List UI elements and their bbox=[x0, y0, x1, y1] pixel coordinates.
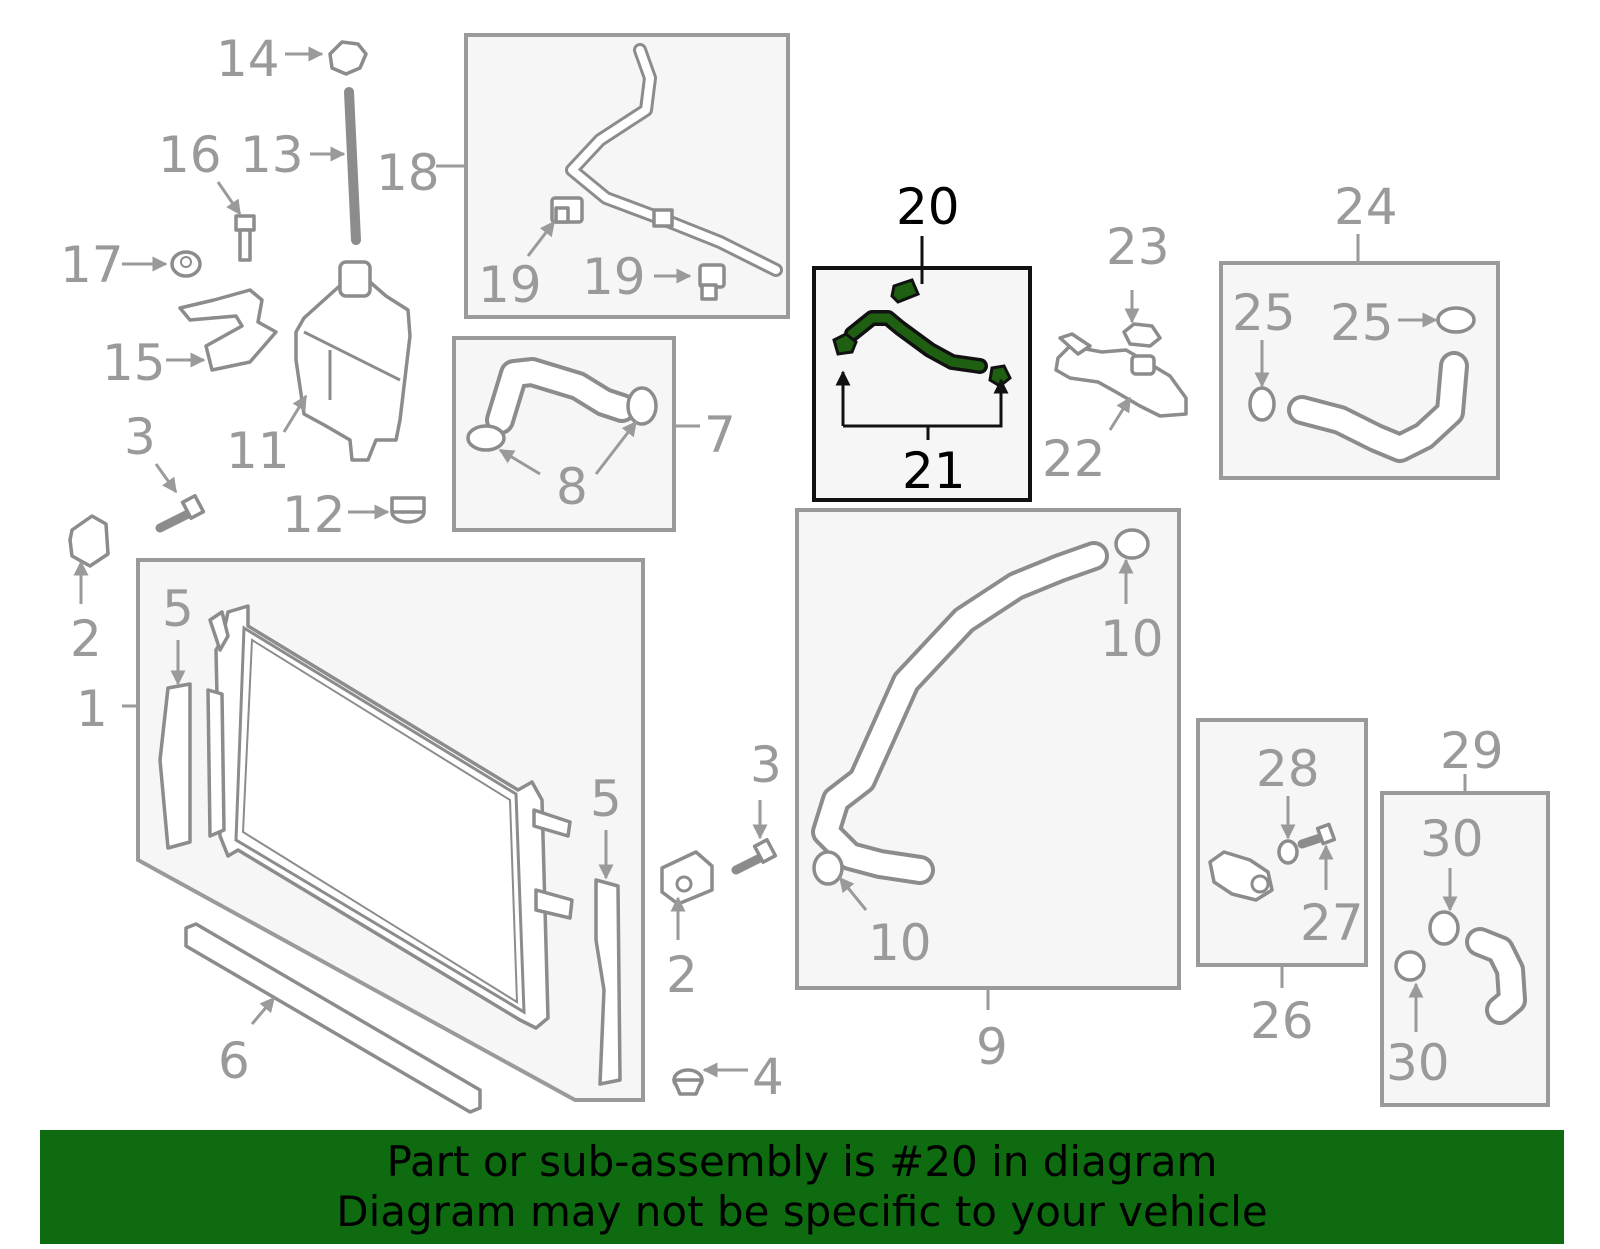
clamp-10-upper bbox=[1114, 528, 1150, 560]
clamp-25-right bbox=[1436, 306, 1476, 334]
label-10-lower: 10 bbox=[868, 914, 932, 972]
label-15: 15 bbox=[102, 334, 166, 392]
clamp-30-upper bbox=[1428, 910, 1460, 946]
label-1: 1 bbox=[76, 680, 108, 738]
water-outlet-22 bbox=[1054, 332, 1188, 418]
banner-line-2: Diagram may not be specific to your vehi… bbox=[336, 1187, 1268, 1236]
label-17: 17 bbox=[60, 236, 124, 294]
label-22: 22 bbox=[1042, 430, 1106, 488]
label-10-upper: 10 bbox=[1100, 610, 1164, 668]
label-8: 8 bbox=[556, 458, 588, 516]
reservoir-tank bbox=[294, 260, 412, 462]
mount-12 bbox=[390, 496, 426, 524]
bolt-3-left bbox=[155, 494, 206, 533]
lower-hose-box bbox=[795, 508, 1181, 990]
mount-bracket bbox=[660, 850, 714, 906]
hose-box-29 bbox=[1380, 791, 1550, 1107]
bolt-16 bbox=[234, 214, 256, 262]
info-banner: Part or sub-assembly is #20 in diagram D… bbox=[40, 1130, 1564, 1244]
lower-hose-inner bbox=[815, 545, 1105, 881]
air-guide-right bbox=[594, 878, 622, 1086]
label-21: 21 bbox=[902, 442, 966, 500]
label-30-upper: 30 bbox=[1420, 810, 1484, 868]
label-19-left: 19 bbox=[478, 256, 542, 314]
label-14: 14 bbox=[216, 30, 280, 88]
label-25-left: 25 bbox=[1232, 284, 1296, 342]
label-12: 12 bbox=[282, 486, 346, 544]
label-9: 9 bbox=[976, 1018, 1008, 1076]
label-4: 4 bbox=[752, 1048, 784, 1106]
banner-line-1: Part or sub-assembly is #20 in diagram bbox=[386, 1137, 1218, 1186]
bolt-3-right bbox=[731, 838, 778, 875]
label-2-right: 2 bbox=[666, 946, 698, 1004]
hose-29-inner bbox=[1469, 931, 1523, 1021]
label-16: 16 bbox=[158, 126, 222, 184]
o-ring-28 bbox=[1277, 839, 1299, 865]
reservoir-cap bbox=[328, 40, 368, 76]
label-19-right: 19 bbox=[582, 248, 646, 306]
radiator bbox=[206, 604, 574, 1030]
label-23: 23 bbox=[1106, 218, 1170, 276]
clamp-25-left bbox=[1248, 386, 1276, 422]
label-30-lower: 30 bbox=[1386, 1034, 1450, 1092]
air-guide-left bbox=[158, 682, 192, 850]
lower-seal bbox=[184, 922, 482, 1114]
temp-sensor-26 bbox=[1208, 850, 1274, 902]
upper-hose-inner bbox=[489, 361, 633, 431]
label-7: 7 bbox=[704, 406, 736, 464]
filler-neck-tube bbox=[344, 87, 361, 245]
label-18: 18 bbox=[376, 144, 440, 202]
gasket-23 bbox=[1122, 322, 1162, 348]
label-5-left: 5 bbox=[162, 580, 194, 638]
reservoir-hose-inner bbox=[568, 46, 780, 274]
clamp-19-right bbox=[698, 263, 726, 301]
reservoir-hose-box bbox=[464, 33, 790, 319]
label-6: 6 bbox=[218, 1032, 250, 1090]
label-2-left: 2 bbox=[70, 610, 102, 668]
label-3-left: 3 bbox=[124, 408, 156, 466]
label-28: 28 bbox=[1256, 740, 1320, 798]
label-29: 29 bbox=[1440, 722, 1504, 780]
label-13: 13 bbox=[240, 126, 304, 184]
hose-24-inner bbox=[1291, 355, 1465, 459]
clamp-8-left bbox=[466, 424, 506, 452]
upper-insulator bbox=[68, 514, 110, 568]
reservoir-bracket bbox=[178, 288, 278, 372]
label-5-right: 5 bbox=[590, 770, 622, 828]
label-11: 11 bbox=[226, 422, 290, 480]
label-24: 24 bbox=[1334, 178, 1398, 236]
clamp-30-lower bbox=[1394, 950, 1426, 982]
clamp-10-lower bbox=[812, 850, 844, 886]
label-26: 26 bbox=[1250, 992, 1314, 1050]
hose-clip-upper bbox=[652, 208, 674, 228]
label-25-right: 25 bbox=[1330, 294, 1394, 352]
clip-nut-4 bbox=[672, 1068, 704, 1096]
leader-lines bbox=[73, 46, 1467, 1078]
clamp-19-left bbox=[550, 196, 584, 224]
label-3-right: 3 bbox=[750, 736, 782, 794]
label-20: 20 bbox=[896, 178, 960, 236]
label-27: 27 bbox=[1300, 894, 1364, 952]
bolt-27 bbox=[1297, 822, 1337, 849]
clamp-8-right bbox=[626, 386, 658, 426]
nut-17 bbox=[170, 250, 202, 278]
